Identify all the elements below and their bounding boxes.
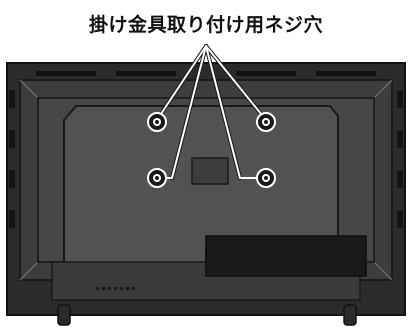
screw-hole-bottom-left — [147, 168, 167, 188]
tv-feet — [57, 304, 357, 326]
side-notches — [9, 90, 403, 228]
center-label-plate — [191, 157, 229, 185]
callout-lines-highlight — [156, 45, 267, 179]
diagram-title: 掛け金具取り付け用ネジ穴 — [88, 14, 323, 36]
port-dots — [96, 287, 135, 290]
screw-hole-bottom-right — [256, 168, 276, 188]
bezel-bevels — [19, 79, 393, 281]
screw-hole-top-right — [256, 112, 276, 132]
terminal-block — [205, 235, 367, 277]
top-vent-slots — [36, 71, 376, 76]
screw-hole-top-left — [147, 112, 167, 132]
